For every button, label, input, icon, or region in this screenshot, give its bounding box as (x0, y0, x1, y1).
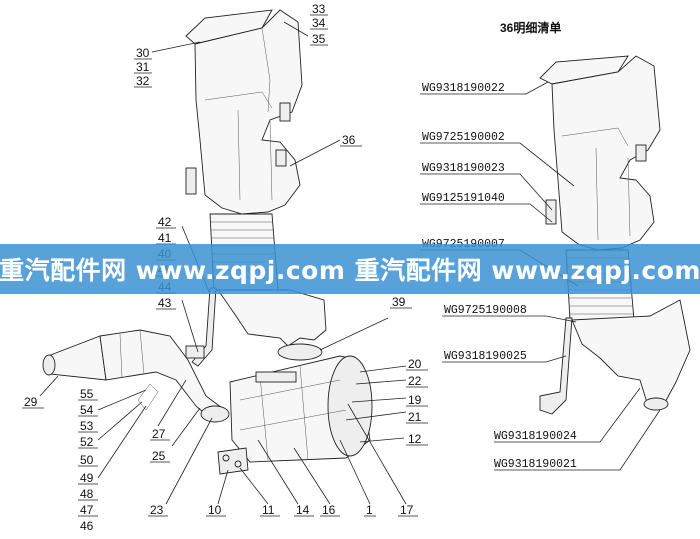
callout-27: 27 (152, 427, 166, 441)
callout-34: 34 (312, 16, 326, 30)
intake-housing (194, 9, 303, 215)
callout-1: 1 (366, 503, 373, 517)
cone-mouth (42, 354, 56, 376)
intake-cone (47, 335, 107, 381)
callout-10: 10 (208, 503, 222, 517)
callout-35: 35 (312, 32, 326, 46)
detail-bracket (539, 55, 629, 85)
bolt (222, 454, 230, 462)
callout-33: 33 (312, 2, 326, 16)
callout-31: 31 (136, 60, 150, 74)
callout-49: 49 (80, 471, 94, 485)
callout-42: 42 (158, 215, 172, 229)
callout-11: 11 (262, 503, 275, 517)
air-cleaner-body (229, 355, 373, 463)
callout-41: 41 (158, 231, 172, 245)
callout-16: 16 (322, 503, 336, 517)
detail-drain (635, 144, 647, 162)
side-clip-2 (275, 149, 287, 167)
pn-wg9725190002: WG9725190002 (422, 131, 505, 144)
callout-21: 21 (408, 410, 422, 424)
callout-12: 12 (408, 432, 422, 446)
side-clip (185, 167, 197, 195)
outlet-ring (277, 343, 323, 361)
callout-25: 25 (152, 449, 166, 463)
pipe-clamp (200, 405, 230, 423)
tie-link (137, 383, 159, 411)
mount-strap (217, 447, 249, 475)
callout-36: 36 (342, 133, 356, 147)
callout-48: 48 (80, 487, 94, 501)
rod-clamp (185, 345, 205, 359)
detail-outlet (643, 397, 669, 411)
callout-23: 23 (150, 503, 164, 517)
callout-39: 39 (392, 295, 406, 309)
callout-19: 19 (408, 393, 422, 407)
callout-14: 14 (296, 503, 310, 517)
callout-50: 50 (80, 453, 94, 467)
housing-edge (261, 27, 271, 113)
pn-wg9318190025: WG9318190025 (444, 350, 527, 363)
pn-wg9318190022: WG9318190022 (422, 82, 505, 95)
callout-22: 22 (408, 374, 422, 388)
leader-lines-left (39, 21, 407, 505)
callout-47: 47 (80, 503, 94, 517)
pn-wg9318190024: WG9318190024 (494, 430, 577, 443)
bolt-2 (234, 460, 242, 468)
drain-stub (279, 102, 291, 122)
detail-housing (551, 55, 661, 251)
detail-list-title: 36明细清单 (500, 20, 561, 35)
pn-wg9318190021: WG9318190021 (494, 458, 577, 471)
callout-17: 17 (400, 503, 414, 517)
callout-46: 46 (80, 519, 94, 533)
callout-43: 43 (158, 296, 172, 310)
detail-rod (539, 317, 573, 415)
watermark-banner: 重汽配件网 www.zqpj.com 重汽配件网 www.zqpj.com (0, 244, 700, 294)
part-number-list: WG9318190022 WG9725190002 WG9318190023 W… (422, 82, 577, 471)
detail-housing-contour (561, 127, 631, 241)
elbow-duct (217, 289, 327, 347)
curved-pipe (99, 329, 223, 421)
callout-55: 55 (80, 387, 94, 401)
callout-32: 32 (136, 74, 150, 88)
callout-20: 20 (408, 357, 422, 371)
callout-53: 53 (80, 419, 94, 433)
upper-bracket (185, 9, 273, 45)
callout-29: 29 (24, 395, 38, 409)
callout-52: 52 (80, 435, 94, 449)
callout-54: 54 (80, 403, 94, 417)
callout-30: 30 (136, 46, 150, 60)
pn-wg9725190008: WG9725190008 (444, 304, 527, 317)
detail-clip (545, 199, 557, 225)
pn-wg9318190023: WG9318190023 (422, 162, 505, 175)
pn-wg9125191040: WG9125191040 (422, 192, 505, 205)
pipe-ribs (119, 329, 145, 379)
